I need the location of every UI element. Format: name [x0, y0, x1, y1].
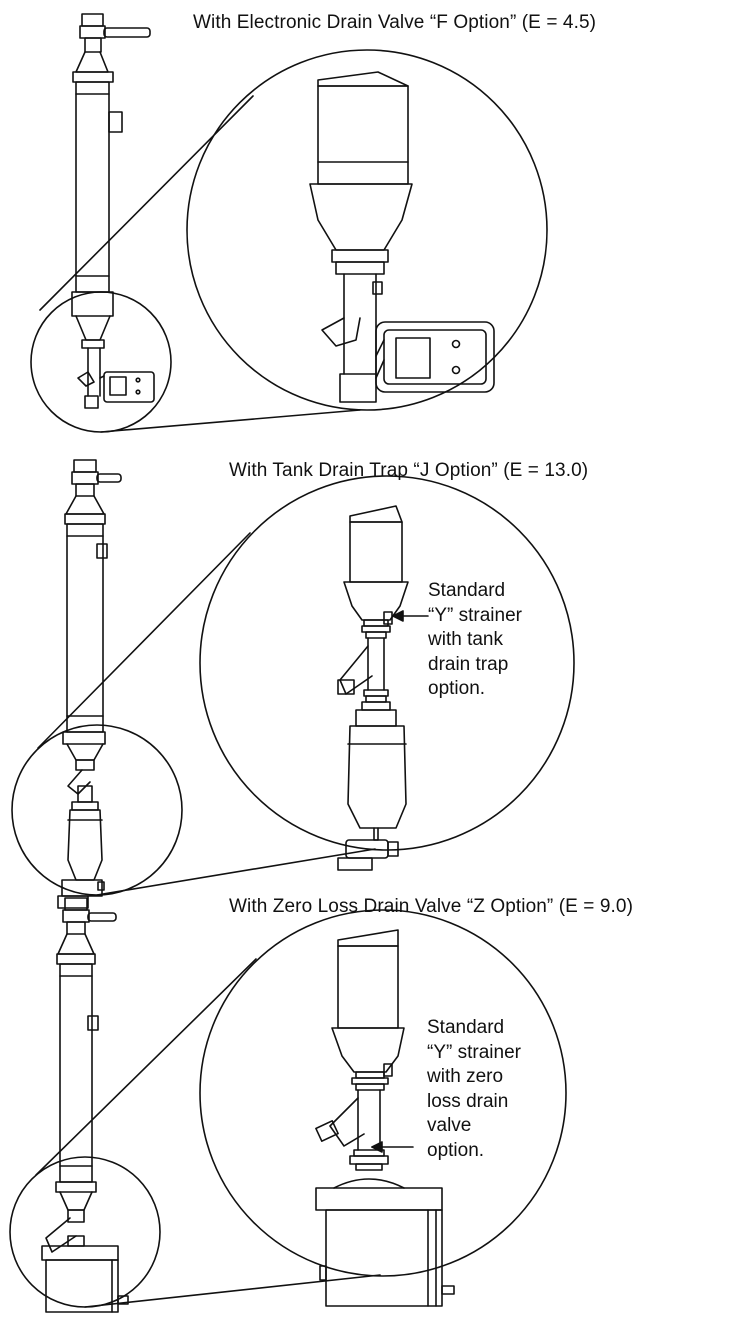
note-z-line-1: Standard — [427, 1017, 505, 1038]
note-j-line-1: Standard — [428, 580, 506, 601]
note-z-line-6: option. — [427, 1139, 485, 1161]
note-z-line-3: with zero — [427, 1066, 504, 1087]
unit-f — [71, 13, 155, 409]
note-z-strainer: Standard “Y” strainer with zero loss dra… — [427, 1016, 521, 1163]
caption-f-option: With Electronic Drain Valve “F Option” (… — [193, 12, 597, 33]
unit-z — [41, 897, 129, 1313]
caption-z-option: With Zero Loss Drain Valve “Z Option” (E… — [229, 896, 634, 917]
detail-f — [309, 71, 495, 403]
detail-circle-small-z — [9, 1156, 161, 1308]
detail-z — [315, 929, 455, 1307]
detail-circle-small-f — [30, 291, 172, 433]
note-j-line-5: option. — [428, 678, 486, 699]
unit-j — [57, 459, 122, 909]
note-j-line-2: “Y” strainer — [428, 604, 522, 626]
note-z-line-2: “Y” strainer — [427, 1041, 521, 1063]
detail-circle-large-z — [199, 909, 567, 1277]
note-z-line-4: loss drain — [427, 1090, 509, 1112]
note-j-line-4: drain trap — [428, 653, 509, 675]
detail-j — [337, 505, 409, 871]
detail-circle-large-j — [199, 475, 575, 851]
note-z-line-5: valve — [427, 1115, 472, 1136]
note-j-line-3: with tank — [428, 629, 503, 650]
detail-circle-large-f — [186, 49, 548, 411]
caption-j-option: With Tank Drain Trap “J Option” (E = 13.… — [229, 460, 589, 481]
note-j-strainer: Standard “Y” strainer with tank drain tr… — [428, 579, 522, 702]
